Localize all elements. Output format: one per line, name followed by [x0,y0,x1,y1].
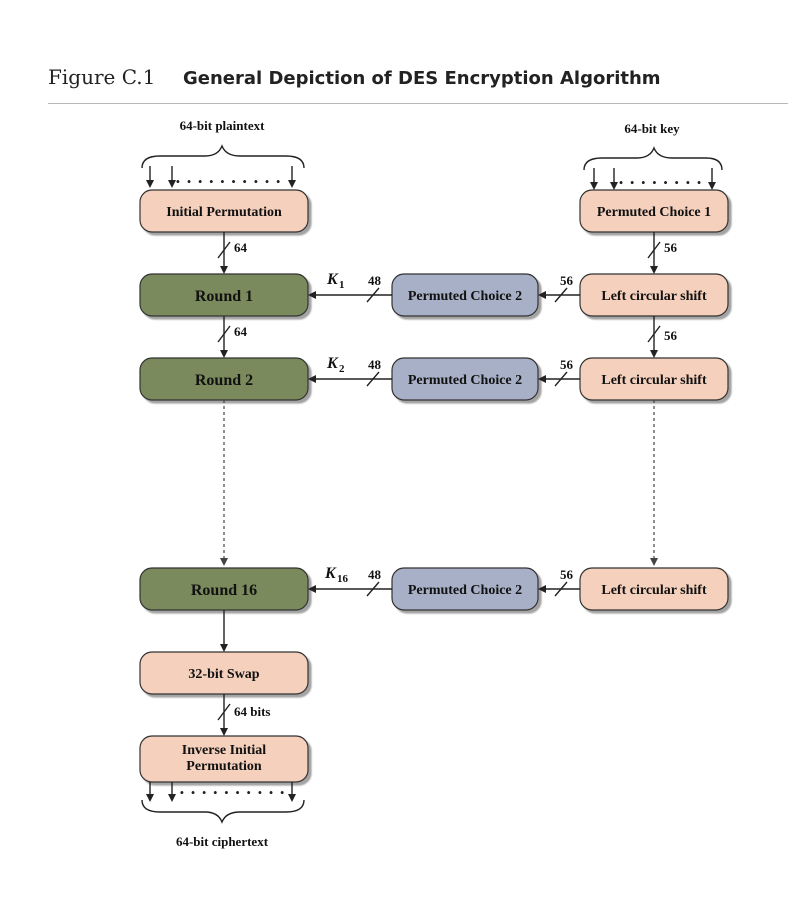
lcs1-slash [554,287,568,303]
round-1-label: Round 1 [195,288,253,305]
round-2-label: Round 2 [195,372,253,389]
svg-text:. . . . . . . . . .: . . . . . . . . . . [175,168,281,187]
r1-bits-label: 64 [234,324,248,339]
ciphertext-label: 64-bit ciphertext [176,834,269,849]
permuted-choice-2-label-2: Permuted Choice 2 [408,373,522,388]
lcs-down-slash [647,325,661,343]
figure-header: Figure C.1 General Depiction of DES Encr… [48,62,788,104]
figure-number: Figure C.1 [48,65,156,89]
round-16-label: Round 16 [191,582,257,599]
ciphertext-brace [141,799,305,824]
lcs-down-bits-label: 56 [664,328,678,343]
k2-slash [366,371,380,387]
ciphertext-output-arrows: . . . . . . . . . . [146,779,296,802]
lcs2-slash [554,371,568,387]
swap-bits-label: 64 bits [234,704,270,719]
pc1-slash [647,241,661,259]
svg-text:. . . . . . . .: . . . . . . . . [618,169,702,188]
inverse-permutation-line1: Inverse Initial [182,743,267,758]
key-brace [583,146,723,171]
permuted-choice-2-label-16: Permuted Choice 2 [408,583,522,598]
swap-slash [217,703,231,721]
k16-label: K [324,565,337,582]
permuted-choice-2-label-1: Permuted Choice 2 [408,289,522,304]
k16-bits-label: 48 [368,567,382,582]
key-input-arrows: . . . . . . . . [590,168,716,190]
lcs2-bits-label: 56 [560,357,574,372]
k2-label: K [326,355,339,372]
left-circular-shift-label-1: Left circular shift [601,289,707,304]
round-dashed-arrowhead [220,558,228,566]
key-dashed-arrowhead [650,558,658,566]
figure-title: General Depiction of DES Encryption Algo… [183,68,661,89]
initial-permutation-label: Initial Permutation [166,205,282,220]
inverse-initial-permutation-box [139,735,309,783]
svg-text:. . . . . . . . . .: . . . . . . . . . . [179,779,285,798]
left-circular-shift-label-2: Left circular shift [601,373,707,388]
k2-subscript: 2 [339,363,345,375]
pc1-bits-label: 56 [664,240,678,255]
lcs16-bits-label: 56 [560,567,574,582]
k16-slash [366,581,380,597]
inverse-permutation-line2: Permutation [186,759,262,774]
k1-subscript: 1 [339,279,345,291]
k1-bits-label: 48 [368,273,382,288]
k1-label: K [326,271,339,288]
r1-slash [217,325,231,343]
key-label: 64-bit key [624,121,680,136]
k2-bits-label: 48 [368,357,382,372]
left-circular-shift-label-16: Left circular shift [601,583,707,598]
plaintext-brace [141,144,305,169]
permuted-choice-1-label: Permuted Choice 1 [597,205,711,220]
lcs1-bits-label: 56 [560,273,574,288]
ip-slash [217,241,231,259]
k16-subscript: 16 [337,573,349,585]
k1-slash [366,287,380,303]
swap-label: 32-bit Swap [188,667,259,682]
plaintext-input-arrows: . . . . . . . . . . [146,166,296,188]
ip-bits-label: 64 [234,240,248,255]
lcs16-slash [554,581,568,597]
plaintext-label: 64-bit plaintext [180,118,266,133]
